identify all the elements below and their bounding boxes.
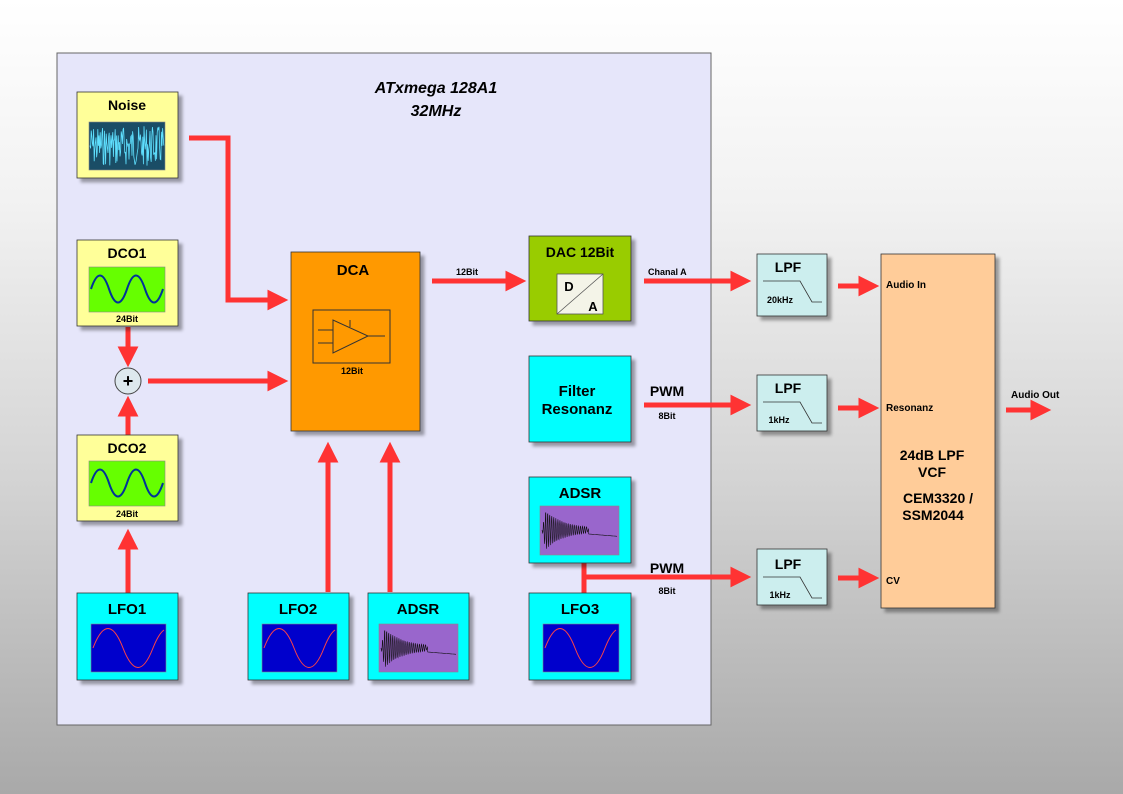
mixer-sum: + <box>114 367 142 395</box>
svg-text:Noise: Noise <box>108 97 146 113</box>
svg-text:LPF: LPF <box>775 259 802 275</box>
svg-text:1kHz: 1kHz <box>768 415 790 425</box>
svg-text:LFO3: LFO3 <box>561 601 599 618</box>
pwm-resonance-label: PWM <box>650 383 684 399</box>
filter-resonanz-block: Filter Resonanz <box>528 355 632 443</box>
sine-icon <box>263 628 336 668</box>
svg-text:24dB LPF: 24dB LPF <box>900 447 965 463</box>
lfo1-block: LFO1 <box>76 592 179 681</box>
dca-output-bits-label: 12Bit <box>456 267 478 277</box>
lowpass-response-icon <box>763 576 822 599</box>
envelope-waveform <box>380 630 456 667</box>
svg-text:A: A <box>588 299 598 314</box>
svg-text:DCO2: DCO2 <box>108 440 147 456</box>
svg-text:Resonanz: Resonanz <box>886 403 933 414</box>
lfo2-block: LFO2 <box>247 592 350 681</box>
lpf3-block: LPF 1kHz <box>756 548 828 606</box>
svg-text:Filter: Filter <box>559 383 596 400</box>
sine-icon <box>544 628 617 668</box>
noise-block: Noise <box>76 91 179 179</box>
amplifier-icon <box>318 319 385 354</box>
lowpass-response-icon <box>763 401 822 424</box>
adsr1-block: ADSR <box>367 592 470 681</box>
sine-icon <box>90 274 164 304</box>
svg-text:LPF: LPF <box>775 556 802 572</box>
lpf1-block: LPF 20kHz <box>756 253 828 317</box>
arrow-noise-to-dca <box>189 135 289 311</box>
audio-out-label: Audio Out <box>1011 390 1060 401</box>
mcu-clock: 32MHz <box>411 103 462 120</box>
mcu-title: ATxmega 128A1 <box>374 80 498 97</box>
envelope-waveform <box>541 512 617 549</box>
svg-text:SSM2044: SSM2044 <box>902 507 964 523</box>
svg-text:24Bit: 24Bit <box>116 509 138 519</box>
svg-text:Resonanz: Resonanz <box>542 401 613 418</box>
adsr2-block: ADSR <box>528 476 632 564</box>
lpf2-block: LPF 1kHz <box>756 374 828 432</box>
svg-text:DCO1: DCO1 <box>108 245 147 261</box>
svg-text:CV: CV <box>886 576 900 587</box>
vcf-block: Audio In Resonanz CV 24dB LPF VCF CEM332… <box>880 253 996 609</box>
svg-text:12Bit: 12Bit <box>341 366 363 376</box>
pwm-cv-label: PWM <box>650 560 684 576</box>
svg-text:ADSR: ADSR <box>559 485 602 502</box>
svg-text:LPF: LPF <box>775 380 802 396</box>
pwm-resonance-bits-label: 8Bit <box>658 411 675 421</box>
svg-text:DCA: DCA <box>337 262 370 279</box>
svg-text:LFO1: LFO1 <box>108 601 146 618</box>
pwm-cv-bits-label: 8Bit <box>658 586 675 596</box>
svg-text:CEM3320 /: CEM3320 / <box>903 490 973 506</box>
dco2-block: DCO2 24Bit <box>76 434 179 522</box>
svg-text:24Bit: 24Bit <box>116 314 138 324</box>
svg-text:Audio In: Audio In <box>886 280 926 291</box>
chanal-a-label: Chanal A <box>648 267 687 277</box>
dac-block: DAC 12Bit D A <box>528 235 632 322</box>
svg-text:+: + <box>123 371 134 391</box>
sine-icon <box>92 628 165 668</box>
svg-text:VCF: VCF <box>918 464 946 480</box>
noise-waveform <box>89 126 165 166</box>
sine-icon <box>90 468 164 498</box>
svg-text:D: D <box>564 279 573 294</box>
svg-text:LFO2: LFO2 <box>279 601 317 618</box>
svg-text:DAC 12Bit: DAC 12Bit <box>546 244 615 260</box>
svg-text:20kHz: 20kHz <box>767 295 794 305</box>
dca-block: DCA 12Bit <box>290 251 421 432</box>
svg-text:ADSR: ADSR <box>397 601 440 618</box>
dco1-block: DCO1 24Bit <box>76 239 179 327</box>
svg-text:1kHz: 1kHz <box>769 590 791 600</box>
lowpass-response-icon <box>763 280 822 303</box>
lfo3-block: LFO3 <box>528 592 632 681</box>
